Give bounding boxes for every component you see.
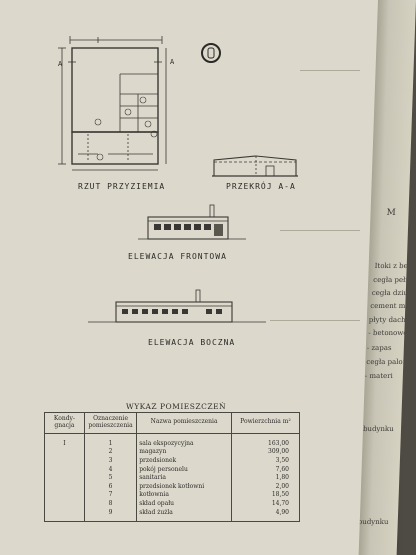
room-name: pokój personelu [136,465,232,475]
section-marker-left: A [58,60,64,68]
room-number: 8 [83,499,138,509]
room-area: 163,00 [230,433,301,449]
section-drawing [212,155,298,177]
room-area: 309,00 [230,448,301,457]
room-area: 3,50 [230,456,301,466]
adjacent-page-text: M [386,208,396,218]
room-area: 18,50 [230,491,301,500]
table-row: 3 przedsionek 3,50 [45,456,301,466]
room-name: skład opału [136,499,232,509]
room-name: przedsionek [136,456,232,466]
room-number: 9 [83,508,138,523]
adjacent-page-text: cement mark [370,302,416,310]
room-name: sanitaria [136,474,232,483]
room-list-table: Kondy- gnacja Oznaczenie pomieszczenia N… [44,412,301,523]
room-number: 1 [83,433,138,449]
front-elevation-caption: ELEWACJA FRONTOWA [128,252,227,261]
room-area: 1,80 [230,474,301,483]
table-row: 5 sanitaria 1,80 [45,474,301,483]
adjacent-page-text: budynku [358,518,389,526]
room-name: sala ekspozycyjna [136,433,232,449]
table-row: 7 kotłownia 18,50 [45,491,301,500]
table-row: 8 skład opału 14,70 [45,499,301,509]
section-marker-right: A [170,58,176,66]
adjacent-page-text: cegła palone [366,358,412,366]
room-area: 4,90 [230,508,301,523]
front-elevation-drawing [138,204,246,240]
room-name: magazyn [136,448,232,457]
bleed-through-line [270,320,360,321]
side-elevation-caption: ELEWACJA BOCZNA [148,338,236,347]
header-oznaczenie: Oznaczenie pomieszczenia [83,412,138,434]
floor-plan-drawing [58,36,167,171]
room-number: 5 [83,474,138,483]
adjacent-page-text: - zapas [366,344,392,352]
room-area: 2,00 [230,482,301,492]
room-name: skład żużla [136,508,232,523]
adjacent-page-text: budynku [362,425,394,433]
room-number: 4 [83,465,138,475]
adjacent-page-text: - betonowe [368,329,408,337]
book-page: A A RZUT PRZYZIEMIA PRZEKRÓJ A-A [0,0,392,555]
table-row: 6 przedsionek kotłowni 2,00 [45,482,301,492]
room-list-title: WYKAZ POMIESZCZEŃ [126,402,227,411]
kondygnacja-value: I [44,433,85,523]
room-area: 7,60 [230,465,301,475]
room-number: 3 [83,456,138,466]
table-row: I 1 sala ekspozycyjna 163,00 [44,433,301,523]
table-row: 9 skład żużla 4,90 [45,508,301,523]
adjacent-page-text: Itoki z beto [374,262,415,270]
header-nazwa: Nazwa pomieszczenia [136,412,232,434]
table-row: 4 pokój personelu 7,60 [45,465,301,475]
north-arrow-icon [201,43,221,63]
header-powierzchnia: Powierzchnia m² [230,412,301,434]
plan-caption: RZUT PRZYZIEMIA [78,182,166,191]
bleed-through-line [300,70,360,71]
adjacent-page-text: cegła pełna [373,276,415,284]
room-name: kotłownia [136,491,232,500]
section-caption: PRZEKRÓJ A-A [226,182,296,191]
table-row: 2 magazyn 309,00 [45,448,301,457]
bleed-through-line [280,230,360,231]
adjacent-page-text: cegła dziura [371,289,416,297]
header-kondygnacja: Kondy- gnacja [44,412,85,434]
room-number: 7 [83,491,138,500]
side-elevation-drawing [88,289,266,323]
room-number: 2 [83,448,138,457]
adjacent-page-text: - materi [364,372,393,380]
room-name: przedsionek kotłowni [136,482,232,492]
adjacent-page-text: płyty dachow [368,316,416,324]
room-number: 6 [83,482,138,492]
room-area: 14,70 [230,499,301,509]
